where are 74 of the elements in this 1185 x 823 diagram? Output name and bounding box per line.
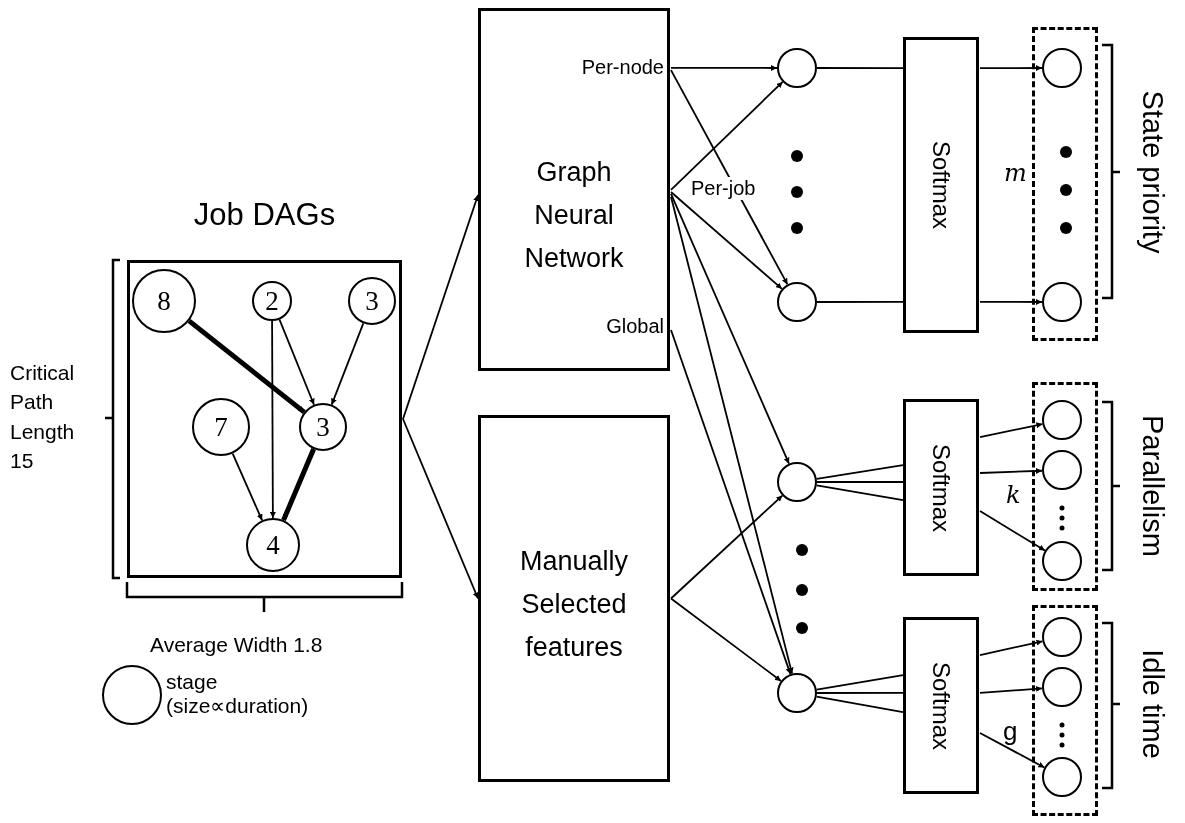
arrow [670, 69, 789, 286]
softmax-label: Softmax [927, 443, 955, 532]
arrow [979, 685, 1043, 694]
dashed-group-box [1032, 382, 1098, 591]
feature-box [478, 415, 670, 782]
stage-number: 3 [365, 285, 379, 317]
softmax-box [903, 399, 979, 576]
dashed-group-box [1032, 605, 1098, 816]
feature-title: Manually Selected features [518, 545, 630, 665]
feature-box [478, 8, 670, 371]
arrow [979, 422, 1044, 438]
variable-label: m [1004, 160, 1027, 188]
arrow [670, 191, 783, 290]
arrow [187, 318, 306, 415]
variable-label: k [1006, 482, 1021, 510]
neuron-circle [1042, 617, 1082, 657]
arrow [281, 448, 316, 522]
stage-number: 7 [214, 411, 228, 443]
stage-circle [132, 269, 196, 333]
output-group-label: Parallelism [1135, 415, 1169, 557]
softmax-box [903, 37, 979, 333]
neuron-circle [777, 673, 817, 713]
arrow [402, 418, 479, 600]
stage-number: 2 [265, 285, 279, 317]
panel-heading: Job DAGs [192, 197, 337, 233]
arrow [231, 452, 263, 522]
arrow [670, 597, 782, 682]
arrow [670, 65, 778, 71]
stage-number: 3 [316, 411, 330, 443]
neuron-circle [1042, 667, 1082, 707]
neuron-circle [1042, 757, 1082, 797]
arrow [670, 192, 790, 465]
arrow [979, 467, 1043, 474]
arrow [670, 494, 784, 600]
arrow [330, 322, 365, 406]
dimension-label: Average Width 1.8 [150, 633, 323, 658]
arrow [670, 81, 784, 191]
output-group-label: Idle time [1135, 649, 1169, 759]
arrow [278, 318, 315, 406]
neuron-circle [777, 462, 817, 502]
neuron-circle [1042, 450, 1082, 490]
stage-circle [252, 281, 292, 321]
output-label: Global [606, 315, 664, 338]
arrow [979, 639, 1044, 656]
output-group-label: State priority [1135, 90, 1169, 254]
neuron-circle [777, 282, 817, 322]
softmax-label: Softmax [927, 141, 955, 229]
neuron-circle [1042, 400, 1082, 440]
arrow [979, 65, 1043, 72]
neuron-circle [777, 48, 817, 88]
arrow [670, 195, 794, 675]
stage-circle [246, 518, 300, 572]
arrow [402, 194, 479, 420]
stage-number: 4 [266, 529, 280, 561]
dimension-label: Critical Path Length 15 [10, 360, 76, 475]
stage-circle [192, 398, 250, 456]
stage-circle [299, 403, 347, 451]
dashed-group-box [1032, 27, 1098, 341]
arrow [979, 732, 1046, 769]
neuron-circle [1042, 282, 1082, 322]
softmax-box [903, 617, 979, 794]
legend-label: stage (size∝duration) [166, 670, 310, 719]
softmax-label: Softmax [927, 661, 955, 750]
variable-label: g [1003, 717, 1018, 747]
arrow [979, 298, 1043, 305]
neuron-circle [1042, 541, 1082, 581]
arrow [670, 329, 792, 675]
stage-circle [348, 277, 396, 325]
stage-number: 8 [157, 285, 171, 317]
neuron-circle [1042, 48, 1082, 88]
arrow [979, 510, 1046, 552]
arrow [269, 320, 276, 519]
output-label: Per-node [581, 56, 664, 79]
network-title: Graph Neural Network [523, 156, 625, 276]
